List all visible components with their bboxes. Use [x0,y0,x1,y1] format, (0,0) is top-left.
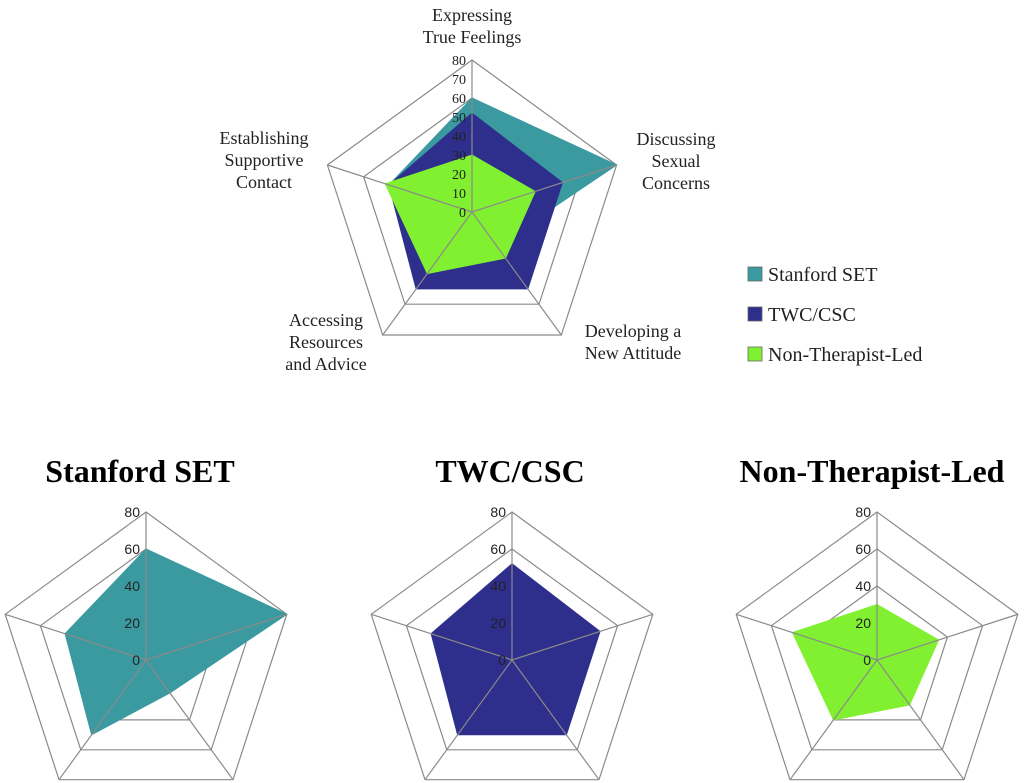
tick-label: 40 [452,130,466,145]
tick-label: 0 [863,652,871,668]
tick-label: 40 [490,578,506,594]
tick-label: 80 [452,54,466,69]
axis-spoke [327,164,473,213]
series-area-non-therapist-led [384,154,536,275]
tick-label: 10 [452,187,466,202]
tick-label: 70 [452,73,466,88]
grid-ring [735,511,1019,781]
radar-panel-stanford: Stanford SET 0 20 40 60 80 [4,453,288,781]
tick-label: 80 [855,504,871,520]
axis-spoke [511,659,600,781]
axis-spoke [424,659,513,781]
grid-ring [4,511,288,781]
axis-spoke [789,659,878,781]
grid-ring [326,59,618,336]
tick-label: 60 [452,92,466,107]
tick-label: 60 [124,541,140,557]
series-area-twc-csc [430,563,601,736]
grid-ring [405,548,619,751]
legend-swatch [747,266,763,282]
panel-title: Stanford SET [45,453,234,489]
grid-ring [770,548,984,751]
axis-spoke [876,659,965,781]
legend-label: TWC/CSC [768,304,856,326]
legend-swatch [747,346,763,362]
tick-label: 50 [452,111,466,126]
tick-label: 0 [498,652,506,668]
tick-label: 80 [490,504,506,520]
axis-spoke [736,613,878,661]
legend: Stanford SET TWC/CSC Non-Therapist-Led [747,264,922,366]
axis-spoke [471,211,562,336]
legend-label: Non-Therapist-Led [768,344,922,366]
axis-spoke [382,211,473,336]
tick-label: 40 [124,578,140,594]
panel-title: TWC/CSC [435,453,584,489]
panel-title: Non-Therapist-Led [740,453,1005,489]
axis-spoke [371,613,513,661]
tick-label: 0 [132,652,140,668]
tick-label: 20 [855,615,871,631]
legend-swatch [747,306,763,322]
tick-label: 60 [490,541,506,557]
radar-panel-non-therapist: Non-Therapist-Led 0 20 40 60 80 [735,453,1019,781]
radar-panel-twc: TWC/CSC 0 20 40 60 80 [370,453,654,781]
tick-label: 0 [459,206,466,221]
series-area-stanford-set [64,548,288,736]
axis-spoke [876,613,1018,661]
tick-label: 20 [490,615,506,631]
tick-label: 20 [124,615,140,631]
tick-label: 40 [855,578,871,594]
tick-label: 20 [452,168,466,183]
tick-label: 30 [452,149,466,164]
tick-label: 80 [124,504,140,520]
axis-spoke [145,659,234,781]
axis-spoke [5,613,147,661]
axis-spoke [145,613,287,661]
tick-label: 60 [855,541,871,557]
axis-spoke [58,659,147,781]
series-area-non-therapist-led [791,603,940,721]
axis-spoke [511,613,653,661]
legend-label: Stanford SET [768,264,877,286]
axis-spoke [471,164,617,213]
grid-ring [370,511,654,781]
